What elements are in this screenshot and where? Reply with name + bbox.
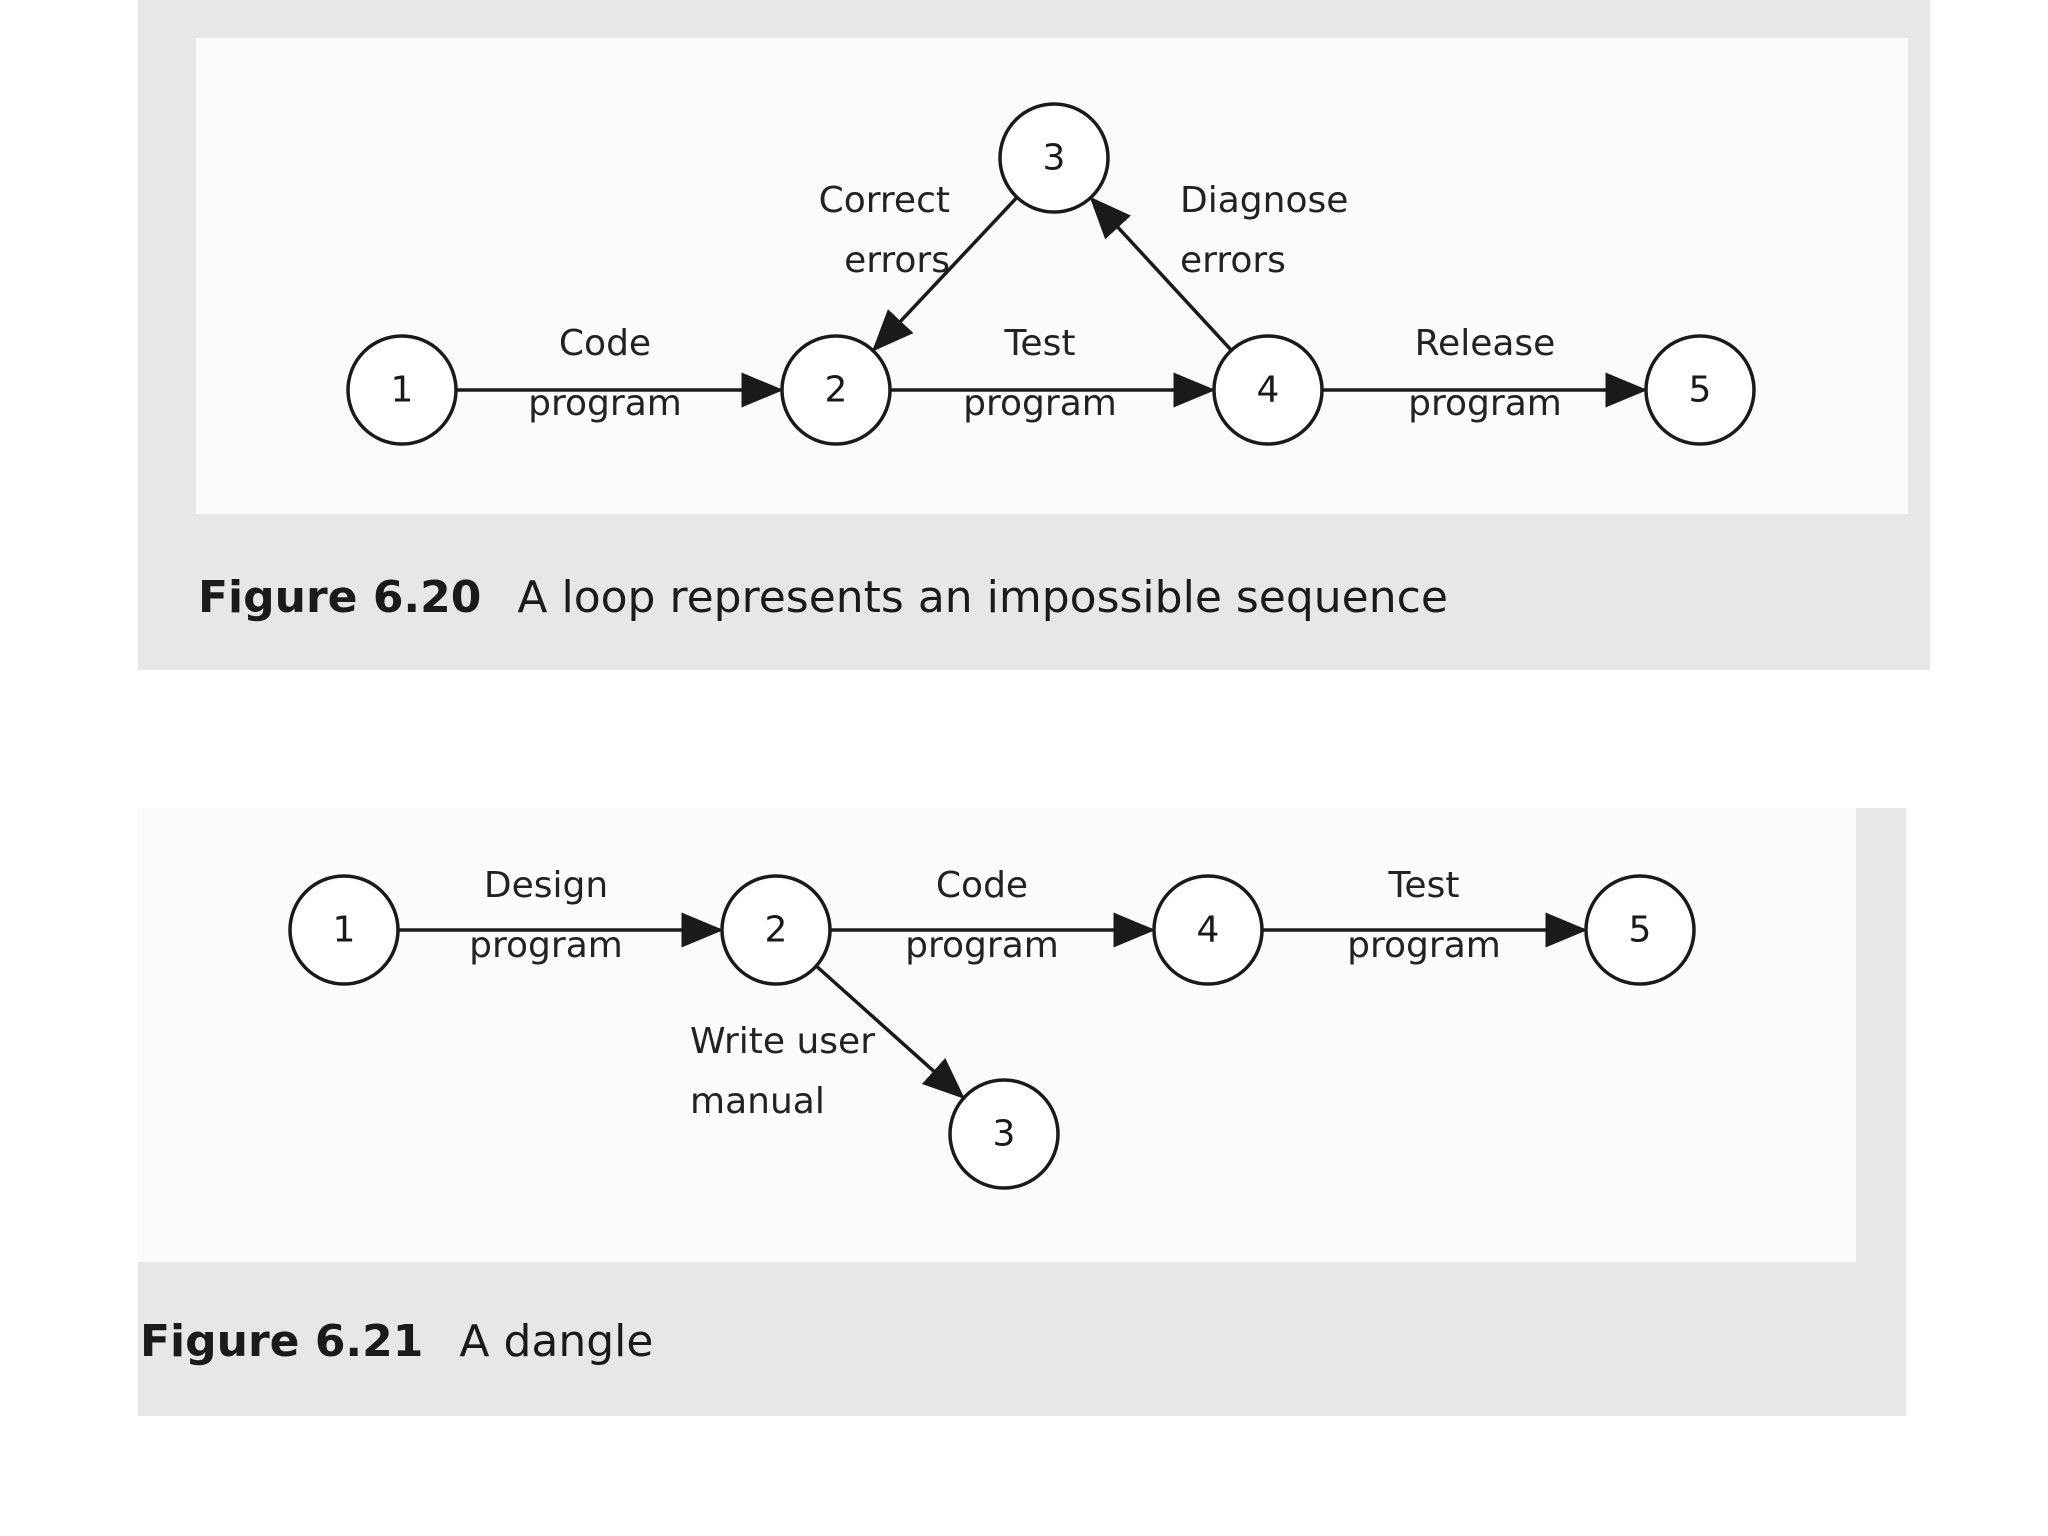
figure-6-21-panel xyxy=(138,808,1906,1416)
node-label-1: 1 xyxy=(391,370,414,411)
node-label-5: 5 xyxy=(1629,910,1652,951)
node-label-4: 4 xyxy=(1197,910,1220,951)
node-label-1: 1 xyxy=(333,910,356,951)
node-1 xyxy=(288,874,400,986)
node-label-3: 3 xyxy=(993,1114,1016,1155)
node-5 xyxy=(1584,874,1696,986)
node-2 xyxy=(720,874,832,986)
figure-6-20-caption: Figure 6.20 A loop represents an impossib… xyxy=(198,572,1448,623)
node-1 xyxy=(346,334,458,446)
figure-6-20-title: A loop represents an impossible sequence xyxy=(517,572,1448,623)
node-4 xyxy=(1212,334,1324,446)
node-4 xyxy=(1152,874,1264,986)
node-label-3: 3 xyxy=(1043,138,1066,179)
node-3 xyxy=(998,102,1110,214)
figure-6-21-title: A dangle xyxy=(459,1316,654,1367)
edge-4-3 xyxy=(1089,196,1233,352)
figure-6-20-number: Figure 6.20 xyxy=(198,572,482,623)
node-label-5: 5 xyxy=(1689,370,1712,411)
figure-6-21-caption: Figure 6.21 A dangle xyxy=(140,1316,653,1367)
edge-2-3 xyxy=(815,964,965,1099)
node-2 xyxy=(780,334,892,446)
node-label-4: 4 xyxy=(1257,370,1280,411)
node-3 xyxy=(948,1078,1060,1190)
edge-3-2 xyxy=(871,196,1019,352)
figure-6-21-number: Figure 6.21 xyxy=(140,1316,424,1367)
node-5 xyxy=(1644,334,1756,446)
node-label-2: 2 xyxy=(825,370,848,411)
node-label-2: 2 xyxy=(765,910,788,951)
